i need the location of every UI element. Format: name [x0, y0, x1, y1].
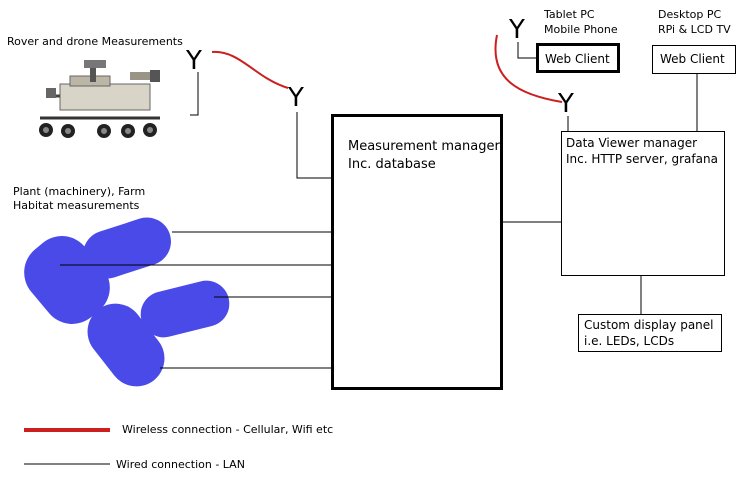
legend-wireless-label: Wireless connection - Cellular, Wifi etc	[122, 423, 334, 436]
sensor-capsules	[24, 217, 230, 387]
plant-label-line1: Plant (machinery), Farm	[13, 185, 146, 198]
web-client-desktop-label: Web Client	[660, 52, 725, 66]
custom-display-box: Custom display panel i.e. LEDs, LCDs	[578, 314, 722, 352]
measurement-manager-title: Measurement manager	[348, 139, 500, 154]
sensor-capsule	[83, 217, 171, 279]
custom-display-subtitle: i.e. LEDs, LCDs	[584, 334, 675, 348]
data-viewer-subtitle: Inc. HTTP server, grafana	[566, 152, 718, 166]
desktop-label-line2: RPi & LCD TV	[658, 23, 731, 36]
antenna-icon: Y	[288, 83, 304, 113]
data-viewer-title: Data Viewer manager	[566, 136, 698, 150]
antenna-icon: Y	[558, 89, 574, 119]
antenna-icon: Y	[509, 15, 525, 45]
web-client-desktop-box: Web Client	[652, 45, 736, 74]
sensor-capsule	[87, 303, 165, 387]
sensor-capsule	[140, 280, 230, 338]
tablet-label-line2: Mobile Phone	[544, 23, 618, 36]
plant-label-line2: Habitat measurements	[13, 199, 140, 212]
tablet-label-line1: Tablet PC	[544, 8, 595, 21]
data-viewer-box: Data Viewer manager Inc. HTTP server, gr…	[561, 131, 725, 276]
measurement-manager-box: Measurement manager Inc. database	[331, 114, 503, 390]
rover-image	[39, 60, 160, 138]
rover-label: Rover and drone Measurements	[7, 35, 183, 48]
web-client-tablet-box: Web Client	[536, 43, 620, 73]
web-client-tablet-label: Web Client	[545, 52, 610, 66]
wireless-links	[211, 34, 563, 103]
desktop-label-line1: Desktop PC	[658, 8, 722, 21]
measurement-manager-subtitle: Inc. database	[348, 157, 436, 172]
wired-links	[60, 42, 698, 369]
custom-display-title: Custom display panel	[584, 318, 714, 332]
antenna-icon: Y	[186, 46, 202, 76]
legend-wired-label: Wired connection - LAN	[116, 458, 245, 471]
